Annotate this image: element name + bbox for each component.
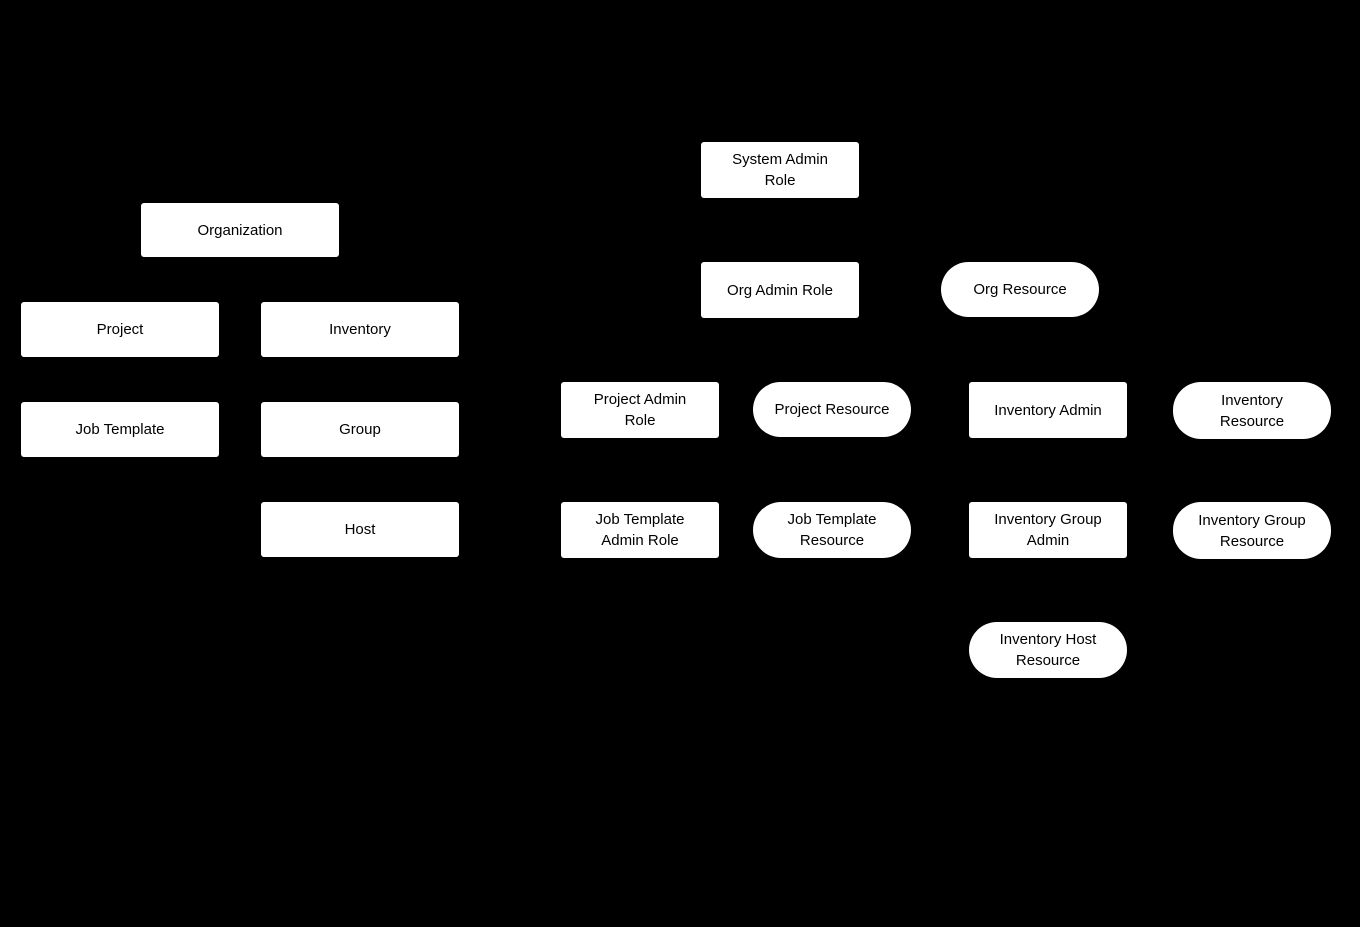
node-inventory-group-admin: Inventory Group Admin [969,502,1127,558]
node-inventory-resource: Inventory Resource [1173,382,1331,439]
node-host: Host [261,502,459,557]
node-org-admin-role: Org Admin Role [701,262,859,318]
node-organization: Organization [141,203,339,257]
node-project: Project [21,302,219,357]
node-inventory: Inventory [261,302,459,357]
node-project-resource: Project Resource [753,382,911,437]
node-job-template-resource: Job Template Resource [753,502,911,558]
node-job-template: Job Template [21,402,219,457]
node-inventory-admin: Inventory Admin [969,382,1127,438]
node-group: Group [261,402,459,457]
node-project-admin-role: Project Admin Role [561,382,719,438]
node-org-resource: Org Resource [941,262,1099,317]
node-inventory-host-resource: Inventory Host Resource [969,622,1127,678]
node-system-admin-role: System Admin Role [701,142,859,198]
node-inventory-group-resource: Inventory Group Resource [1173,502,1331,559]
node-job-template-admin-role: Job Template Admin Role [561,502,719,558]
